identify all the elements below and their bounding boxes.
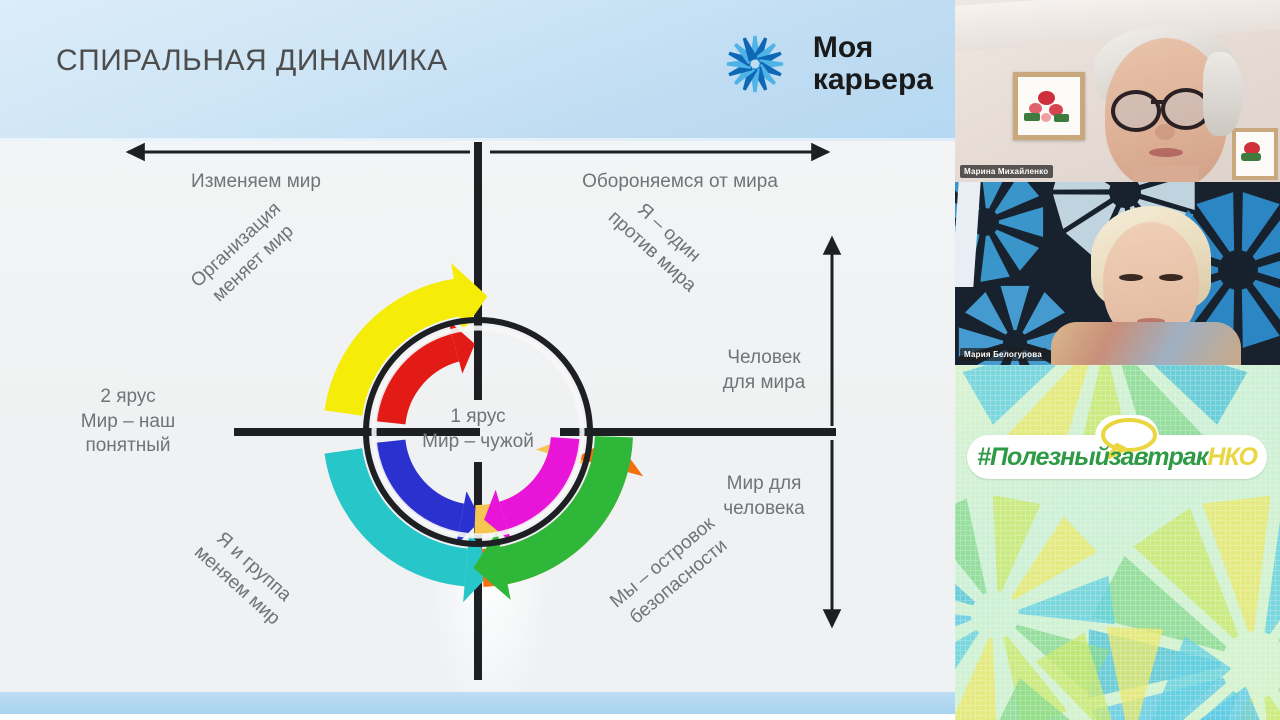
page-title: СПИРАЛЬНАЯ ДИНАМИКА	[56, 44, 448, 77]
speech-bubble-icon	[1095, 415, 1159, 459]
ring-outline-circle-inner	[371, 325, 585, 539]
picture-frame-secondary	[1232, 128, 1278, 180]
spiral-rings	[324, 263, 644, 603]
label-tier-1: 1 ярус Мир – чужой	[422, 406, 534, 452]
label-top-left-axis: Изменяем мир	[191, 171, 321, 192]
axis-vertical-bar	[474, 142, 482, 400]
label-top-right-axis: Обороняемся от мира	[582, 171, 778, 192]
participant-name-tag: Марина Михайленко	[960, 165, 1054, 178]
axis-horizontal-bar-right	[560, 428, 836, 436]
slide-footer-white	[0, 714, 955, 720]
mouth	[1149, 148, 1183, 157]
clothing	[1051, 322, 1241, 365]
spiral-diagram	[125, 142, 842, 680]
brand-line-1: Моя	[812, 31, 874, 65]
picture-frame	[1013, 72, 1085, 140]
glasses-right	[1161, 88, 1211, 130]
hair-side	[1203, 52, 1243, 136]
label-right-lower-axis: Мир для человека	[723, 473, 805, 519]
mouth	[1137, 318, 1165, 324]
slide-footer-band	[0, 692, 955, 714]
video-tile-participant-1[interactable]: Марина Михайленко	[955, 0, 1280, 182]
sunburst-logo-icon	[711, 20, 799, 108]
eye-right	[1159, 274, 1183, 281]
label-tier-2: 2 ярус Мир – наш понятный	[80, 386, 176, 457]
video-tile-participant-2[interactable]: Мария Белогурова	[955, 182, 1280, 365]
brand-line-2: карьера	[812, 63, 933, 96]
axis-horizontal-bar-left	[234, 428, 480, 436]
ring-outline-circle	[363, 317, 593, 547]
eye-left	[1119, 274, 1143, 281]
glasses-bridge	[1151, 100, 1165, 104]
neck	[1133, 166, 1199, 182]
glasses-left	[1111, 90, 1161, 132]
presentation-slide: СПИРАЛЬНАЯ ДИНАМИКА Моя карьера	[0, 0, 955, 720]
video-rail: Марина Михайленко Мария Белогурова	[955, 0, 1280, 720]
brand-logo-text: Моя карьера	[813, 32, 933, 96]
participant-name-tag: Мария Белогурова	[960, 348, 1047, 361]
brand-logo: Моя карьера	[711, 20, 933, 108]
hashtag-yellow-part: НКО	[1207, 442, 1258, 471]
label-right-upper-axis: Человек для мира	[722, 347, 806, 393]
slide-header	[0, 0, 955, 141]
hashtag-green-part: #Полезныйзавтрак	[977, 442, 1208, 471]
nose	[1155, 124, 1175, 140]
